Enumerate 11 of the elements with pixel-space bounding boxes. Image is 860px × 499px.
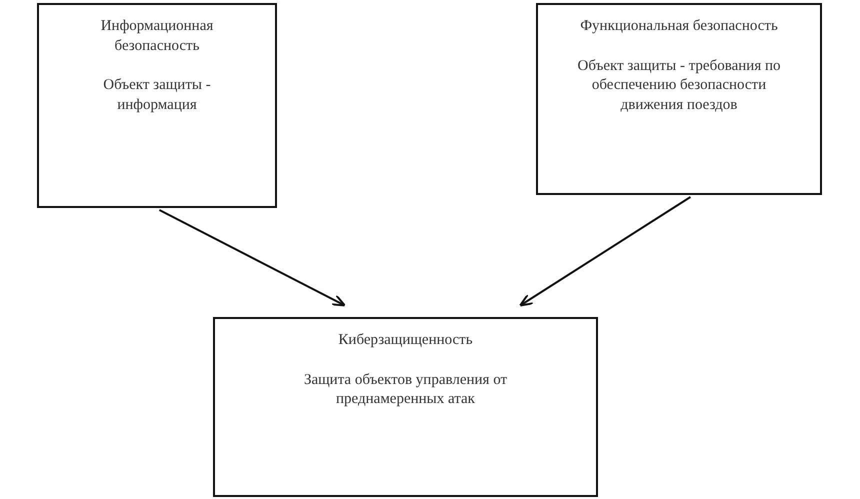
box-description: Объект защиты - информация [102,76,212,114]
box-description: Объект защиты - требования по обеспечению безопасности движения поездов [576,56,782,114]
process-box [536,3,822,195]
process-box [213,317,598,497]
process-box [37,3,277,208]
box-heading: Киберзащищенность [337,331,474,350]
arrow [158,209,346,306]
box-description: Защита объектов управления от преднамеренных атак [302,370,508,409]
box-heading: Функциональная безопасность [579,17,779,36]
arrow [519,196,691,307]
box-heading: Информационная безопасность [100,17,214,56]
